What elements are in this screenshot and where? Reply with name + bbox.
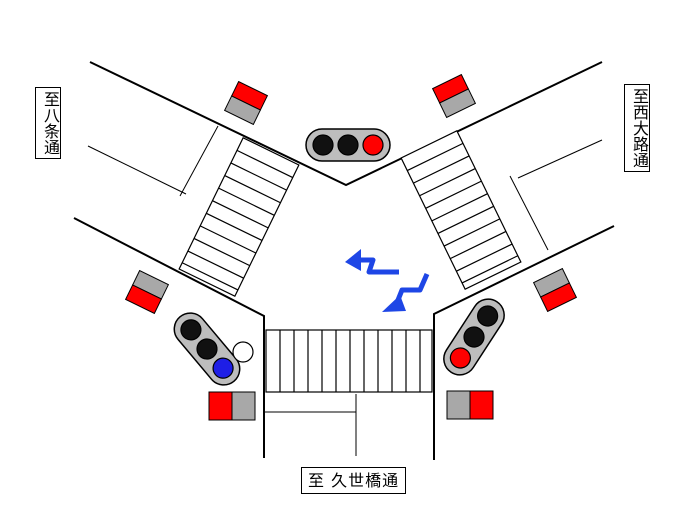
lamp (312, 134, 334, 156)
pedestrian-signal-south-right (446, 390, 494, 420)
ped-lamp (223, 95, 262, 126)
turn-arrow-upper-head (345, 249, 361, 271)
ped-lamp (124, 284, 163, 315)
crosswalk-south (265, 329, 433, 393)
crosswalk-northwest (178, 136, 300, 298)
stop-line-east (509, 175, 549, 251)
lamp (337, 134, 359, 156)
road-edge-southeast (433, 225, 615, 460)
ped-lamp (208, 391, 233, 421)
pedestrian-signal-northwest (223, 80, 269, 126)
pedestrian-signal-south-left (208, 391, 256, 421)
lamp (362, 134, 384, 156)
label-northwest: 至八条通 (35, 87, 61, 159)
auxiliary-lamp (232, 341, 254, 363)
ped-lamp (469, 390, 494, 420)
lamp (463, 326, 485, 348)
ped-lamp (539, 282, 578, 313)
lane-center-east (517, 139, 603, 179)
ped-lamp (231, 391, 256, 421)
road-edge-southwest (73, 217, 265, 458)
road-edge-north (89, 61, 603, 187)
lamp (477, 305, 499, 327)
pedestrian-signal-northeast (431, 73, 477, 119)
road-edges (73, 61, 615, 460)
turn-arrow-lower (395, 272, 430, 301)
label-south: 至 久世橋通 (301, 467, 407, 494)
lamp (212, 357, 234, 379)
turn-arrow-upper (358, 257, 399, 275)
ped-lamp (446, 390, 471, 420)
lamp (449, 347, 471, 369)
pedestrian-signal-east (532, 267, 578, 313)
label-northeast: 至西大路通 (624, 84, 650, 172)
stop-line-west (179, 125, 219, 197)
lane-center-west (87, 145, 187, 195)
crosswalk-northeast (400, 129, 522, 291)
pedestrian-signal-west (124, 269, 170, 315)
vehicle-signal-southeast (443, 298, 505, 376)
vehicle-signal-southwest (173, 312, 241, 386)
vehicle-signal-north (305, 128, 391, 162)
lamp (196, 338, 218, 360)
lane-lines (87, 125, 603, 456)
ped-lamp (438, 88, 477, 119)
lamp (180, 319, 202, 341)
turn-arrow-lower-head (382, 295, 406, 312)
